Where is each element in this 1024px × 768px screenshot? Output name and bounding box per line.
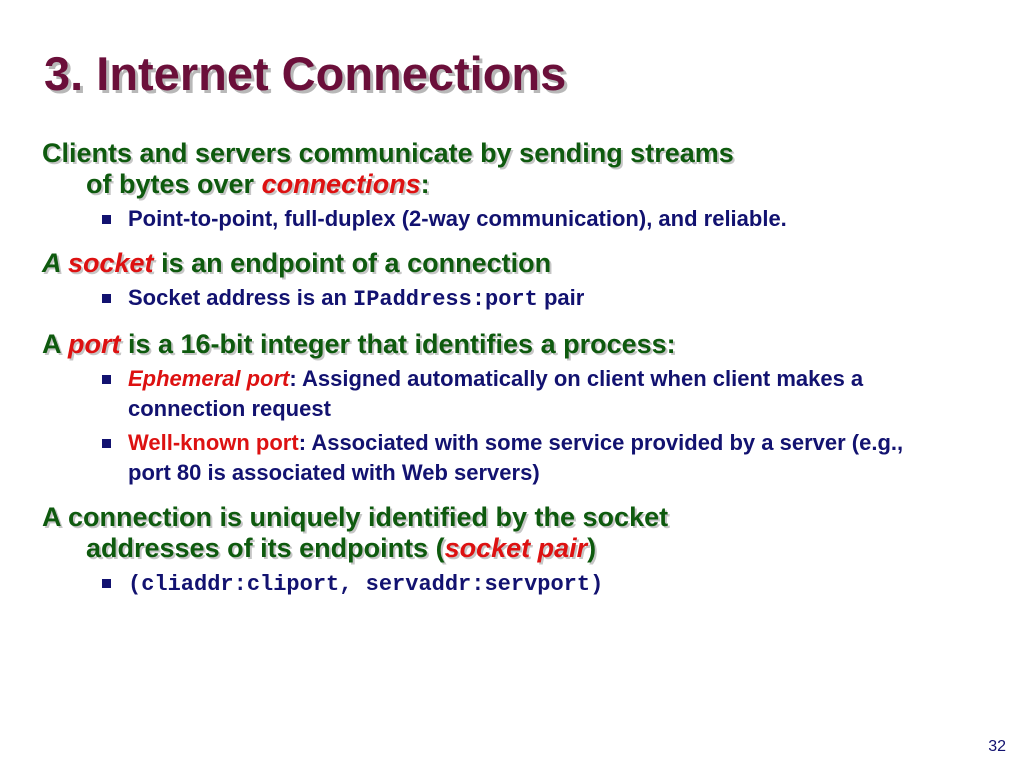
term-port: port xyxy=(68,329,121,359)
term-connections: connections xyxy=(261,169,421,199)
slide-body: Clients and servers communicate by sendi… xyxy=(0,138,1000,600)
square-bullet-icon xyxy=(102,375,111,384)
point-connections-line1: Clients and servers communicate by sendi… xyxy=(42,138,734,168)
page-number: 32 xyxy=(988,738,1006,755)
point-port: A port is a 16-bit integer that identifi… xyxy=(42,329,986,360)
bullet-point-to-point: Point-to-point, full-duplex (2-way commu… xyxy=(102,204,948,234)
bullet-point-to-point-text: Point-to-point, full-duplex (2-way commu… xyxy=(128,206,787,231)
point-connections-line2: of bytes over xyxy=(86,169,262,199)
point-port-article: A xyxy=(42,329,68,359)
slide-title: 3. Internet Connections xyxy=(44,47,567,100)
point-socket-pair-line2: addresses of its endpoints ( xyxy=(86,533,445,563)
point-socket-pair: A connection is uniquely identified by t… xyxy=(42,502,986,564)
bullet-socket-address-post: pair xyxy=(537,285,585,310)
point-port-text: is a 16-bit integer that identifies a pr… xyxy=(120,329,676,359)
term-ephemeral-port: Ephemeral port xyxy=(128,366,290,391)
bullet-ephemeral-port: Ephemeral port: Assigned automatically o… xyxy=(102,364,948,424)
square-bullet-icon xyxy=(102,215,111,224)
point-socket-pair-paren: ) xyxy=(587,533,597,563)
bullet-ephemeral-port-text: : Assigned automatically on client when … xyxy=(128,366,864,421)
term-well-known-port: Well-known port xyxy=(128,430,299,455)
term-socket-pair: socket pair xyxy=(444,533,588,563)
bullet-well-known-port-text: : Associated with some service provided … xyxy=(128,430,904,485)
bullet-well-known-port: Well-known port: Associated with some se… xyxy=(102,428,948,488)
bullet-socket-address-pre: Socket address is an xyxy=(128,285,353,310)
square-bullet-icon xyxy=(102,439,111,448)
point-connections-colon: : xyxy=(420,169,430,199)
point-socket: A socket is an endpoint of a connection xyxy=(42,248,986,279)
point-socket-text: is an endpoint of a connection xyxy=(153,248,552,278)
point-connections: Clients and servers communicate by sendi… xyxy=(42,138,986,200)
code-ipaddress-port: IPaddress:port xyxy=(353,287,538,312)
term-socket: socket xyxy=(68,248,154,278)
square-bullet-icon xyxy=(102,294,111,303)
bullet-socket-pair-code: (cliaddr:cliport, servaddr:servport) xyxy=(102,568,948,600)
point-socket-pair-line1: A connection is uniquely identified by t… xyxy=(42,502,669,532)
bullet-socket-address: Socket address is an IPaddress:port pair xyxy=(102,283,948,315)
square-bullet-icon xyxy=(102,579,111,588)
code-socket-pair: (cliaddr:cliport, servaddr:servport) xyxy=(128,572,604,597)
point-socket-article: A xyxy=(42,248,68,278)
